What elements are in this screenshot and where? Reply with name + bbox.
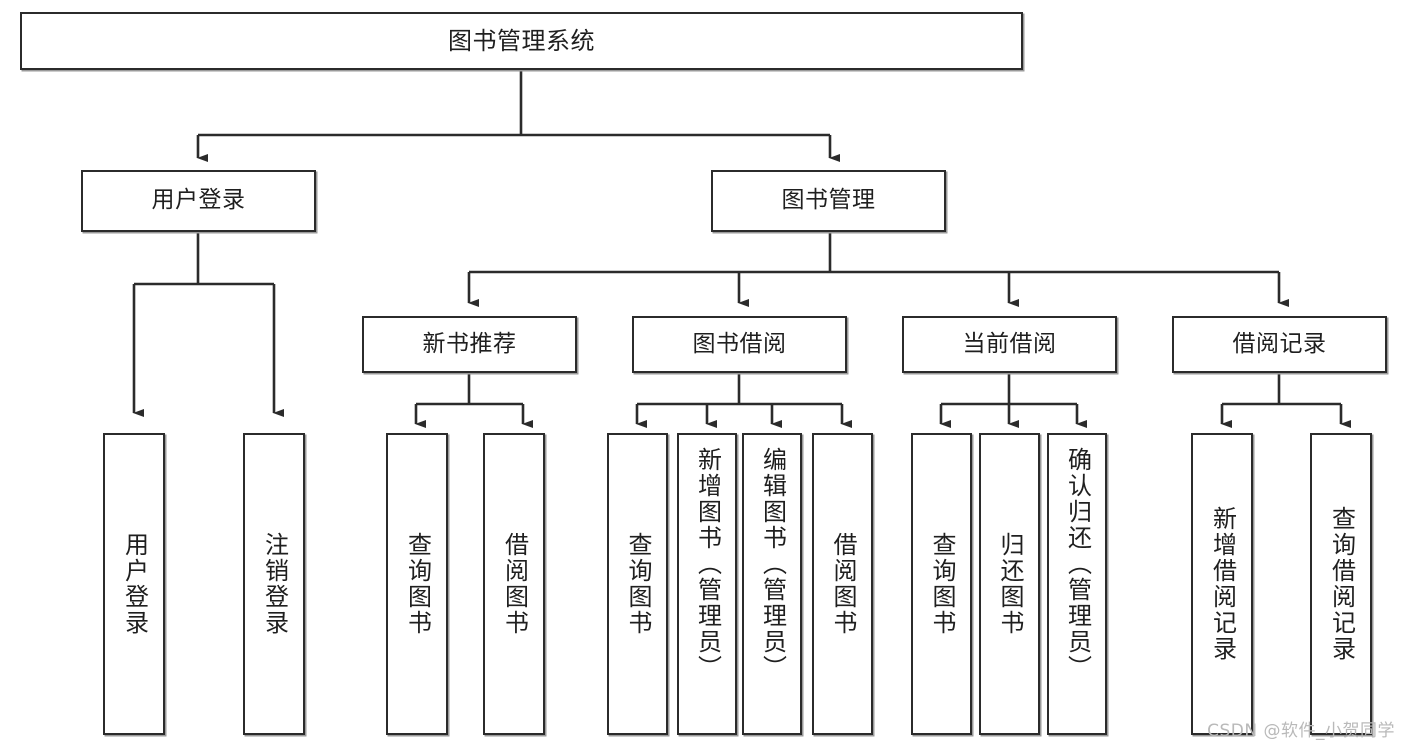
node-book-manage[interactable]: 图书管理 xyxy=(711,170,946,232)
node-leaf-return-book[interactable]: 归还图书 xyxy=(979,433,1040,735)
node-leaf-query-book-3[interactable]: 查询图书 xyxy=(911,433,972,735)
node-leaf-add-book[interactable]: 新增图书（管理员） xyxy=(677,433,737,735)
node-label: 图书管理 xyxy=(781,187,876,214)
node-leaf-query-record[interactable]: 查询借阅记录 xyxy=(1310,433,1372,735)
node-label: 注销登录 xyxy=(260,532,289,636)
node-label: 确认归还（管理员） xyxy=(1063,447,1092,681)
node-leaf-query-book-1[interactable]: 查询图书 xyxy=(386,433,448,735)
node-label: 用户登录 xyxy=(120,532,149,636)
node-label: 查询图书 xyxy=(927,532,956,636)
node-label: 归还图书 xyxy=(995,532,1024,636)
node-user-login[interactable]: 用户登录 xyxy=(81,170,316,232)
node-borrow-record[interactable]: 借阅记录 xyxy=(1172,316,1387,373)
node-label: 当前借阅 xyxy=(962,330,1057,357)
node-leaf-add-record[interactable]: 新增借阅记录 xyxy=(1191,433,1253,735)
node-root-system[interactable]: 图书管理系统 xyxy=(20,12,1023,70)
node-label: 图书借阅 xyxy=(692,330,787,357)
node-leaf-borrow-book-2[interactable]: 借阅图书 xyxy=(812,433,873,735)
node-label: 查询借阅记录 xyxy=(1327,506,1356,662)
node-leaf-user-login[interactable]: 用户登录 xyxy=(103,433,165,735)
watermark-text: CSDN @软件_小贺同学 xyxy=(1207,721,1395,741)
node-label: 图书管理系统 xyxy=(448,26,595,55)
node-label: 借阅图书 xyxy=(500,532,529,636)
node-leaf-edit-book[interactable]: 编辑图书（管理员） xyxy=(742,433,802,735)
node-label: 查询图书 xyxy=(403,532,432,636)
node-leaf-logout-login[interactable]: 注销登录 xyxy=(243,433,305,735)
node-label: 借阅记录 xyxy=(1232,330,1327,357)
node-label: 查询图书 xyxy=(623,532,652,636)
node-label: 编辑图书（管理员） xyxy=(758,447,787,681)
node-label: 借阅图书 xyxy=(828,532,857,636)
node-label: 用户登录 xyxy=(151,187,246,214)
node-label: 新增借阅记录 xyxy=(1208,506,1237,662)
node-current-borrow[interactable]: 当前借阅 xyxy=(902,316,1117,373)
node-label: 新增图书（管理员） xyxy=(693,447,722,681)
node-leaf-borrow-book-1[interactable]: 借阅图书 xyxy=(483,433,545,735)
node-book-borrow[interactable]: 图书借阅 xyxy=(632,316,847,373)
node-new-book-recommend[interactable]: 新书推荐 xyxy=(362,316,577,373)
node-leaf-query-book-2[interactable]: 查询图书 xyxy=(607,433,668,735)
node-label: 新书推荐 xyxy=(422,330,517,357)
node-leaf-confirm-return[interactable]: 确认归还（管理员） xyxy=(1047,433,1107,735)
